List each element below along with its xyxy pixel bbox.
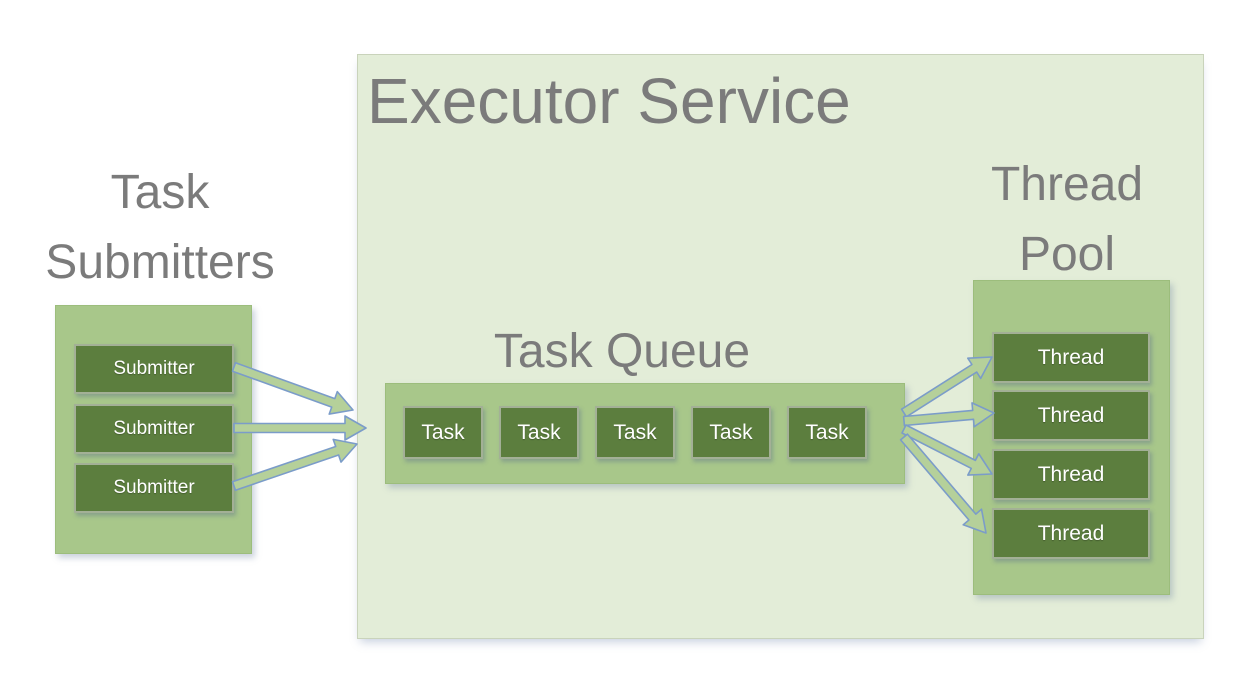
thread-pool-title-line1: Thread (990, 158, 1144, 211)
thread-pool-title-line2: Pool (1018, 227, 1116, 281)
submitter-box: Submitter (74, 344, 234, 394)
task-box: Task (403, 406, 483, 459)
arrow (233, 415, 367, 441)
thread-box: Thread (992, 449, 1150, 500)
task-box: Task (595, 406, 675, 459)
thread-box: Thread (992, 390, 1150, 441)
submitter-box: Submitter (74, 404, 234, 454)
thread-pool-title: Thread Pool (967, 150, 1167, 289)
task-submitters-title: Task Submitters (5, 158, 315, 297)
submitter-box: Submitter (74, 463, 234, 513)
thread-pool-group: Thread Thread Thread Thread (973, 280, 1170, 595)
task-queue-title: Task Queue (493, 325, 751, 378)
executor-service-title: Executor Service (367, 65, 851, 137)
task-box: Task (499, 406, 579, 459)
thread-box: Thread (992, 508, 1150, 559)
task-submitters-title-line2: Submitters (45, 235, 275, 289)
task-box: Task (787, 406, 867, 459)
task-queue-group: Task Task Task Task Task (385, 383, 905, 484)
thread-box: Thread (992, 332, 1150, 383)
task-submitters-title-line1: Task (110, 166, 210, 219)
task-box: Task (691, 406, 771, 459)
task-submitters-group: Submitter Submitter Submitter (55, 305, 252, 554)
